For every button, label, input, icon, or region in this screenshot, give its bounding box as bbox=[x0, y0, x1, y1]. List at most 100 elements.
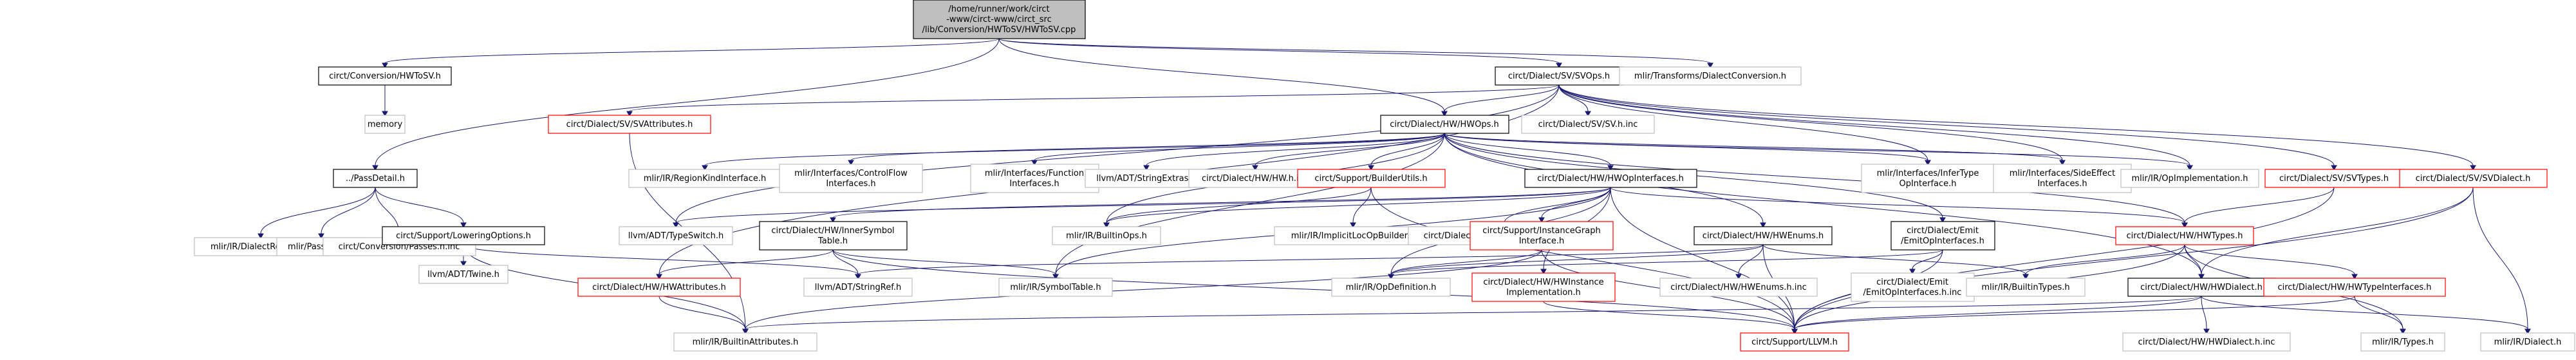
node-hwdialect-inc[interactable]: circt/Dialect/HW/HWDialect.h.inc bbox=[2122, 332, 2291, 352]
node-hwtypeinterfaces[interactable]: circt/Dialect/HW/HWTypeInterfaces.h bbox=[2263, 278, 2446, 297]
node-box bbox=[1052, 226, 1161, 245]
node-label: circt/Dialect/HW/HWEnums.h bbox=[1703, 231, 1824, 241]
node-label: circt/Dialect/HW/HWOps.h bbox=[1390, 120, 1499, 129]
node-builtinops[interactable]: mlir/IR/BuiltinOps.h bbox=[1052, 226, 1161, 245]
node-box bbox=[1966, 278, 2086, 297]
edge-hwattributes-to-builtinattributes bbox=[658, 296, 749, 335]
node-label: Table.h bbox=[817, 236, 848, 246]
edge-passdetail-to-loweringoptions bbox=[375, 187, 467, 229]
edge-hwops-to-hw-h-inc bbox=[1252, 133, 1445, 171]
edge-hwenums-to-stringref bbox=[855, 244, 1764, 280]
node-label: mlir/Interfaces/ControlFlow bbox=[794, 169, 908, 178]
node-label: mlir/Interfaces/Function bbox=[985, 169, 1084, 178]
node-passdetail[interactable]: ../PassDetail.h bbox=[333, 169, 418, 188]
node-hwtypes[interactable]: circt/Dialect/HW/HWTypes.h bbox=[2115, 226, 2254, 245]
edge-hwops-to-functionif bbox=[1031, 133, 1445, 166]
edge-svops-to-svdialect bbox=[1558, 84, 2476, 171]
node-loweringoptions[interactable]: circt/Support/LoweringOptions.h bbox=[382, 226, 545, 245]
node-regionkind[interactable]: mlir/IR/RegionKindInterface.h bbox=[628, 169, 782, 188]
edge-svops-to-sv-h-inc bbox=[1558, 84, 1591, 117]
node-label: circt/Dialect/SV/SVOps.h bbox=[1508, 71, 1610, 81]
node-box bbox=[318, 66, 452, 86]
node-llvm-h[interactable]: circt/Support/LLVM.h bbox=[1740, 332, 1849, 352]
node-label: /home/runner/work/circt bbox=[948, 5, 1049, 14]
node-box bbox=[1470, 221, 1614, 251]
node-label: Interfaces.h bbox=[1009, 179, 1059, 189]
node-label: circt/Support/InstanceGraph bbox=[1482, 226, 1600, 236]
node-types[interactable]: mlir/IR/Types.h bbox=[2360, 332, 2445, 352]
node-builtintypes[interactable]: mlir/IR/BuiltinTypes.h bbox=[1966, 278, 2086, 297]
node-box bbox=[1331, 278, 1451, 297]
node-hwattributes[interactable]: circt/Dialect/HW/HWAttributes.h bbox=[577, 278, 741, 297]
node-box bbox=[1890, 221, 1995, 251]
edge-root-to-svops bbox=[998, 38, 1562, 69]
node-label: mlir/IR/Types.h bbox=[2372, 337, 2434, 347]
node-implicitloc[interactable]: mlir/IR/ImplicitLocOpBuilder.h bbox=[1274, 226, 1432, 245]
node-conv-hwtosv-h[interactable]: circt/Conversion/HWToSV.h bbox=[318, 66, 452, 86]
node-twine[interactable]: llvm/ADT/Twine.h bbox=[418, 265, 509, 284]
edge-root-to-dialectconversion bbox=[998, 38, 1713, 69]
node-builderutils[interactable]: circt/Support/BuilderUtils.h bbox=[1297, 169, 1446, 188]
edge-svtypes-to-llvm-h bbox=[1791, 187, 2335, 335]
node-label: llvm/ADT/StringRef.h bbox=[815, 283, 901, 292]
node-hwenums-inc[interactable]: circt/Dialect/HW/HWEnums.h.inc bbox=[1659, 278, 1818, 297]
node-svattributes[interactable]: circt/Dialect/SV/SVAttributes.h bbox=[548, 115, 711, 134]
node-typeswitch[interactable]: llvm/ADT/TypeSwitch.h bbox=[619, 226, 733, 245]
node-label: ../PassDetail.h bbox=[346, 174, 405, 184]
edge-hwops-to-hwdialect bbox=[1444, 133, 2205, 280]
edge-hwdialect-to-dialect bbox=[2201, 296, 2531, 335]
node-label: mlir/IR/SymbolTable.h bbox=[1010, 283, 1101, 292]
node-stringref[interactable]: llvm/ADT/StringRef.h bbox=[803, 278, 913, 297]
node-opdefinition[interactable]: mlir/IR/OpDefinition.h bbox=[1331, 278, 1451, 297]
node-svdialect[interactable]: circt/Dialect/SV/SVDialect.h bbox=[2399, 169, 2548, 188]
node-label: /lib/Conversion/HWToSV/HWToSV.cpp bbox=[922, 25, 1076, 35]
node-builtinattributes[interactable]: mlir/IR/BuiltinAttributes.h bbox=[673, 332, 817, 352]
edge-innersymbol-to-hwattributes bbox=[656, 249, 834, 280]
node-box bbox=[2480, 332, 2575, 352]
edge-svops-to-hwops bbox=[1441, 84, 1560, 117]
node-opimplementation[interactable]: mlir/IR/OpImplementation.h bbox=[2120, 169, 2259, 188]
node-box bbox=[803, 278, 913, 297]
node-box bbox=[1085, 169, 1209, 188]
node-label: mlir/IR/BuiltinOps.h bbox=[1066, 231, 1147, 241]
node-label: Interfaces.h bbox=[826, 179, 875, 189]
node-box bbox=[2122, 332, 2291, 352]
node-label: circt/Dialect/HW/HWTypes.h bbox=[2127, 231, 2243, 241]
node-symboltable[interactable]: mlir/IR/SymbolTable.h bbox=[998, 278, 1113, 297]
node-emitopif[interactable]: circt/Dialect/Emit/EmitOpInterfaces.h bbox=[1890, 221, 1995, 251]
node-dialect[interactable]: mlir/IR/Dialect.h bbox=[2480, 332, 2575, 352]
node-memory[interactable]: memory bbox=[364, 115, 406, 134]
node-box bbox=[913, 0, 1086, 39]
node-label: circt/Dialect/HW/HWEnums.h.inc bbox=[1670, 283, 1807, 292]
node-svtypes[interactable]: circt/Dialect/SV/SVTypes.h bbox=[2264, 169, 2403, 188]
node-hwinstanceimpl[interactable]: circt/Dialect/HW/HWInstanceImplementatio… bbox=[1471, 272, 1616, 302]
edge-hwopinterfaces-to-builtinops bbox=[1103, 187, 1611, 229]
node-hwops[interactable]: circt/Dialect/HW/HWOps.h bbox=[1380, 115, 1509, 134]
node-hwdialect[interactable]: circt/Dialect/HW/HWDialect.h bbox=[2127, 278, 2276, 297]
node-label: mlir/IR/BuiltinAttributes.h bbox=[693, 337, 799, 347]
node-label: circt/Dialect/SV/SVDialect.h bbox=[2416, 174, 2531, 184]
node-hwopinterfaces[interactable]: circt/Dialect/HW/HWOpInterfaces.h bbox=[1524, 169, 1697, 188]
node-hwenums[interactable]: circt/Dialect/HW/HWEnums.h bbox=[1694, 226, 1833, 245]
node-label: circt/Dialect/SV/SV.h.inc bbox=[1538, 120, 1638, 129]
edge-hwenums-to-hwenums-inc bbox=[1735, 244, 1764, 280]
node-box bbox=[779, 164, 923, 193]
node-box bbox=[2115, 226, 2254, 245]
node-dialectconversion[interactable]: mlir/Transforms/DialectConversion.h bbox=[1619, 66, 1802, 86]
node-stringextras[interactable]: llvm/ADT/StringExtras.h bbox=[1085, 169, 1209, 188]
node-svops[interactable]: circt/Dialect/SV/SVOps.h bbox=[1495, 66, 1624, 86]
node-label: OpInterface.h bbox=[1899, 179, 1956, 189]
node-label: mlir/Interfaces/InferType bbox=[1877, 169, 1979, 178]
node-box bbox=[1694, 226, 1833, 245]
node-box bbox=[759, 221, 908, 251]
node-label: /EmitOpInterfaces.h bbox=[1901, 236, 1984, 246]
node-emitopif-inc[interactable]: circt/Dialect/Emit/EmitOpInterfaces.h.in… bbox=[1851, 272, 1975, 302]
node-label: mlir/IR/OpDefinition.h bbox=[1346, 283, 1437, 292]
node-sv-h-inc[interactable]: circt/Dialect/SV/SV.h.inc bbox=[1521, 115, 1655, 134]
